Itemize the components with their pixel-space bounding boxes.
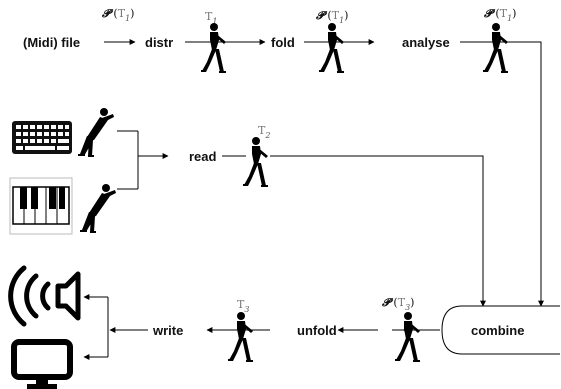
node-analyse: analyse: [402, 35, 450, 50]
rope-pulling-figure-icon: [243, 137, 268, 187]
node-midi-file: (Midi) file: [23, 35, 80, 50]
rope-pulling-figure-icon: [196, 23, 236, 73]
annotation-midi-distr: 𝓟 (T1): [101, 7, 134, 23]
rope-pulling-figure-icon: [313, 23, 358, 73]
pushing-figure-icon: [78, 108, 114, 157]
piano-keys-icon: [9, 177, 73, 235]
node-read: read: [189, 149, 217, 164]
rope-pulling-figure-icon: [478, 23, 520, 73]
node-combine: combine: [471, 323, 524, 338]
annotation-distr-worker: T1: [205, 10, 217, 26]
pushing-figure-icon: [80, 184, 116, 233]
annotation-read-worker: T2: [258, 124, 270, 140]
annotation-analyse-worker: 𝓟 (T1): [483, 7, 516, 23]
rope-pulling-figure-icon: [228, 312, 253, 362]
node-unfold: unfold: [297, 323, 337, 338]
annotation-fold-worker: 𝓟 (T1): [315, 9, 348, 25]
annotation-write-worker: T3: [237, 298, 249, 314]
keyboard-icon: [12, 121, 72, 154]
combine-node: combine: [441, 305, 560, 355]
node-fold: fold: [271, 35, 295, 50]
annotation-unfold-worker: 𝓟 (T3): [381, 296, 414, 312]
monitor-icon: [11, 339, 73, 389]
node-distr: distr: [145, 35, 173, 50]
speaker-icon: [8, 265, 81, 327]
rope-pulling-figure-icon: [392, 312, 428, 362]
node-write: write: [152, 323, 183, 338]
